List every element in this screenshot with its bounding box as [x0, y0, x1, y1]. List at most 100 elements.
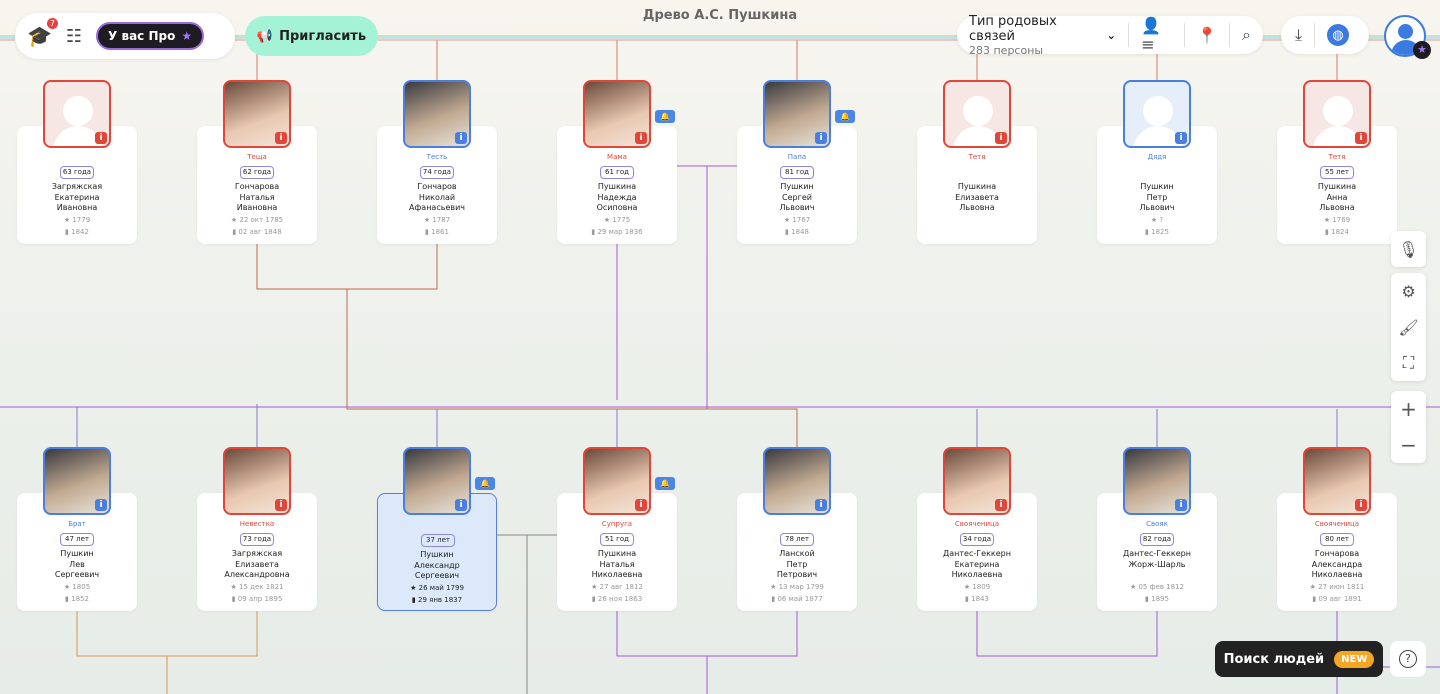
name-part: Загряжская	[51, 182, 103, 191]
relation-label: Тетя	[1328, 153, 1346, 161]
name-part: Гончарова	[234, 182, 280, 191]
person-photo[interactable]: i	[223, 80, 291, 148]
person-photo[interactable]: i	[583, 447, 651, 515]
birth-date: ★ 05 фев 1812	[1097, 583, 1217, 591]
info-icon[interactable]: i	[1355, 132, 1367, 144]
education-button[interactable]: 🎓7	[27, 18, 58, 48]
bell-icon[interactable]: 🔔	[835, 110, 855, 123]
person-photo[interactable]: i	[763, 447, 831, 515]
relation-label: Свояк	[1146, 520, 1168, 528]
bell-icon[interactable]: 🔔	[655, 477, 675, 490]
name-part: Лев	[69, 559, 85, 569]
invite-button[interactable]: 📢Пригласить	[245, 16, 378, 56]
info-icon[interactable]: i	[275, 499, 287, 511]
brush-icon[interactable]: 🖌	[1398, 317, 1419, 337]
death-value: 1895	[1151, 594, 1169, 603]
search-people-button[interactable]: Поиск людей NEW	[1215, 641, 1383, 677]
birth-value: ?	[1159, 215, 1164, 224]
zoom-out-button[interactable]: −	[1400, 433, 1417, 457]
death-value: 06 май 1877	[777, 594, 823, 603]
death-date: ▮ 1843	[917, 595, 1037, 603]
person-photo[interactable]: i	[403, 447, 471, 515]
map-pin-icon[interactable]: 📍	[1197, 25, 1218, 45]
person-photo[interactable]: i	[583, 80, 651, 148]
list-view-button[interactable]: ☷	[65, 25, 83, 47]
death-value: 26 ноя 1863	[597, 594, 643, 603]
person-photo[interactable]: i	[223, 447, 291, 515]
person-photo[interactable]: i	[1123, 80, 1191, 148]
info-icon[interactable]: i	[455, 132, 467, 144]
info-icon[interactable]: i	[1355, 499, 1367, 511]
age-badge: 78 лет	[780, 533, 814, 546]
info-icon[interactable]: i	[95, 132, 107, 144]
person-photo[interactable]: i	[943, 80, 1011, 148]
death-date: ▮ 1895	[1097, 595, 1217, 603]
death-date: ▮ 1852	[17, 595, 137, 603]
name-part: Александр	[414, 560, 460, 570]
name-part: Пушкин	[60, 549, 94, 558]
death-date: ▮ 1825	[1097, 228, 1217, 236]
birth-value: 1779	[72, 215, 91, 224]
star-icon: ★	[410, 583, 419, 592]
name-part: Сергеевич	[414, 571, 460, 580]
help-button[interactable]: ?	[1390, 641, 1426, 677]
name-part: Ланской	[779, 549, 815, 558]
info-icon[interactable]: i	[635, 132, 647, 144]
person-photo[interactable]: i	[943, 447, 1011, 515]
search-people-label: Поиск людей	[1223, 651, 1325, 667]
candle-icon: ▮	[411, 595, 418, 604]
info-icon[interactable]: i	[95, 499, 107, 511]
name-part: Львович	[779, 203, 815, 212]
star-icon: ★	[181, 29, 193, 43]
search-icon[interactable]: ⌕	[1242, 25, 1252, 44]
info-icon[interactable]: i	[995, 499, 1007, 511]
left-toolbar: 🎓7 ☷ У вас Про★	[15, 13, 235, 59]
info-icon[interactable]: i	[635, 499, 647, 511]
relation-label: Супруга	[601, 520, 633, 528]
info-icon[interactable]: i	[275, 132, 287, 144]
person-list-icon[interactable]: 👤≡	[1141, 16, 1162, 54]
download-icon[interactable]: ⤓	[1295, 25, 1303, 44]
candle-icon: ▮	[232, 227, 239, 236]
birth-value: 13 мар 1799	[778, 582, 824, 591]
zoom-in-button[interactable]: +	[1400, 397, 1417, 421]
person-photo[interactable]: i	[1303, 447, 1371, 515]
age-badge: 63 года	[60, 166, 94, 179]
focus-person-icon[interactable]: ⛶	[1402, 353, 1415, 372]
info-icon[interactable]: i	[815, 499, 827, 511]
birth-date: ★ 27 июн 1811	[1277, 583, 1397, 591]
death-value: 1842	[71, 227, 89, 236]
person-photo[interactable]: i	[403, 80, 471, 148]
age-badge: 74 года	[420, 166, 454, 179]
new-badge: NEW	[1334, 650, 1375, 668]
microphone-icon[interactable]: 🎙	[1398, 239, 1419, 259]
person-photo[interactable]: i	[1123, 447, 1191, 515]
birth-value: 1809	[972, 582, 991, 591]
person-photo[interactable]: i	[1303, 80, 1371, 148]
candle-icon: ▮	[231, 594, 238, 603]
name-part: Гончаров	[417, 182, 457, 191]
pro-status-button[interactable]: У вас Про★	[96, 22, 205, 50]
gear-icon[interactable]: ⚙	[1401, 281, 1416, 301]
death-value: 1861	[431, 227, 449, 236]
bell-icon[interactable]: 🔔	[475, 477, 495, 490]
person-photo[interactable]: i	[43, 447, 111, 515]
person-photo[interactable]: i	[763, 80, 831, 148]
globe-icon[interactable]: ◍	[1327, 24, 1350, 46]
info-icon[interactable]: i	[455, 499, 467, 511]
info-icon[interactable]: i	[995, 132, 1007, 144]
bell-icon[interactable]: 🔔	[655, 110, 675, 123]
person-photo[interactable]: i	[43, 80, 111, 148]
info-icon[interactable]: i	[815, 132, 827, 144]
info-icon[interactable]: i	[1175, 499, 1187, 511]
name-part: Львовна	[1319, 203, 1355, 212]
info-icon[interactable]: i	[1175, 132, 1187, 144]
